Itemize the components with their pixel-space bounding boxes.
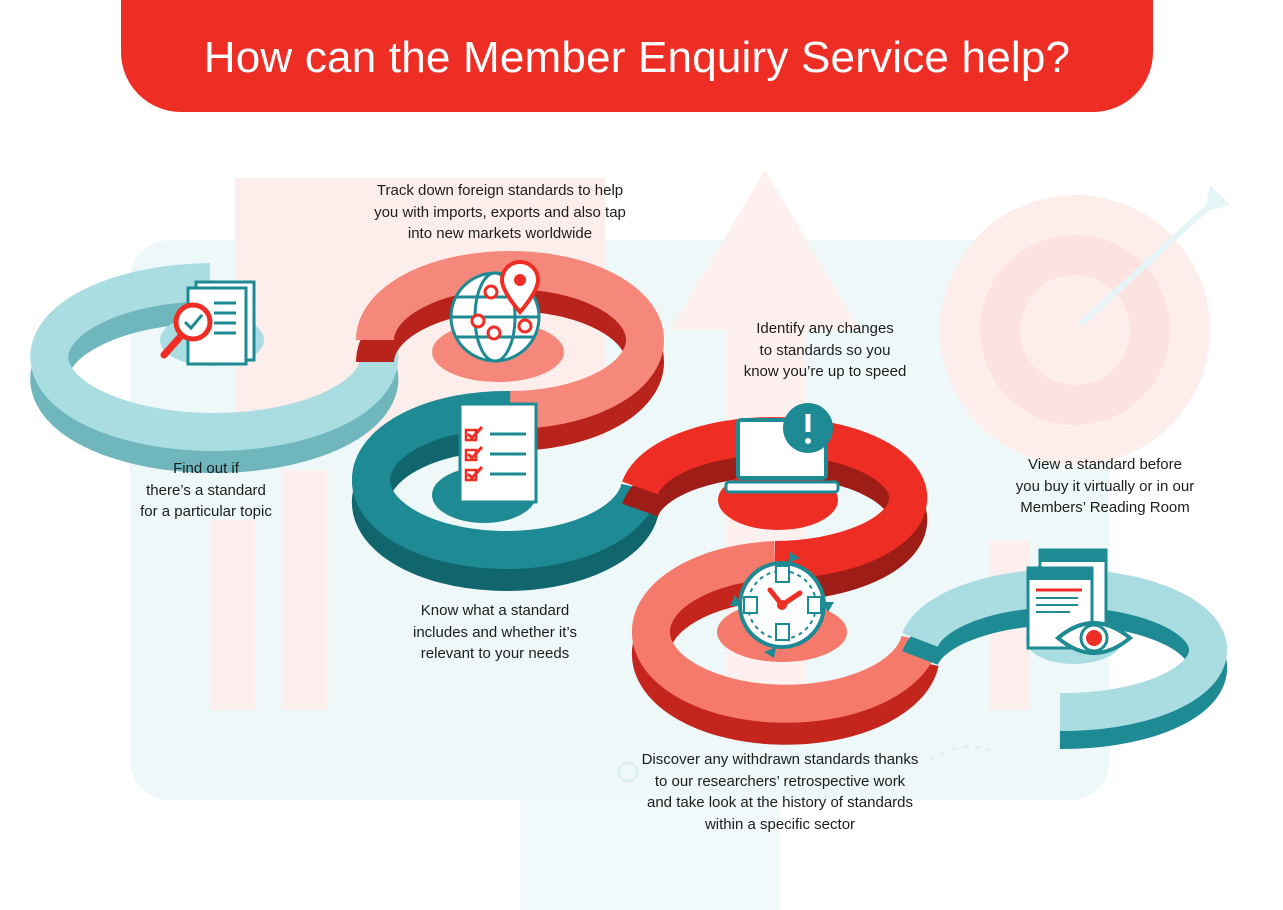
background-ring [617, 761, 639, 783]
magnifier-document-icon [160, 280, 264, 366]
step-6-caption: View a standard before you buy it virtua… [985, 454, 1225, 519]
caption-line: includes and whether it’s [413, 623, 577, 641]
caption-line: View a standard before [1028, 456, 1182, 473]
step-2-caption: Track down foreign standards to help you… [330, 180, 670, 245]
page-title: How can the Member Enquiry Service help? [203, 33, 1071, 82]
step-3-caption: Know what a standard includes and whethe… [380, 600, 610, 665]
clock-history-icon [717, 552, 847, 662]
globe-location-pins-icon [432, 259, 564, 382]
caption-line: and take look at the history of standard… [647, 794, 913, 811]
background-dart [1077, 202, 1213, 328]
background-bar [282, 470, 327, 710]
caption-line: know you’re up to speed [743, 363, 907, 380]
caption-line: to our researchers’ retrospective work [654, 772, 906, 790]
ribbon-segment-4-top [622, 417, 928, 579]
step-4-caption: Identify any changes to standards so you… [715, 318, 935, 383]
caption-line: into new markets worldwide [407, 225, 593, 242]
caption-line: you with imports, exports and also tap [374, 203, 626, 221]
background-bar [210, 520, 255, 710]
ribbon-segment-6-top [902, 569, 1228, 732]
background-monitor-stand [520, 800, 780, 910]
caption-line: for a particular topic [140, 503, 272, 520]
browser-eye-icon [1026, 548, 1134, 664]
caption-line: Find out if [173, 460, 239, 477]
ribbon-segment-3-top [351, 390, 659, 569]
caption-line: Discover any withdrawn standards thanks [641, 751, 919, 768]
caption-line: Identify any changes [756, 320, 894, 337]
caption-line: within a specific sector [704, 815, 856, 833]
background-dart-fletching [1205, 185, 1230, 212]
caption-line: you buy it virtually or in our [1015, 477, 1195, 495]
ribbon-segment-1-top [30, 263, 399, 451]
caption-line: relevant to your needs [420, 645, 570, 662]
caption-line: Know what a standard [420, 602, 570, 619]
laptop-alert-icon [718, 403, 840, 530]
caption-line: Track down foreign standards to help [376, 182, 624, 199]
ribbon-segment-3-side [351, 412, 659, 591]
caption-line: there’s a standard [146, 481, 266, 499]
caption-line: Members’ Reading Room [1020, 499, 1190, 516]
checklist-document-icon [432, 402, 538, 523]
ribbon-segment-5-top [631, 541, 939, 723]
step-5-caption: Discover any withdrawn standards thanks … [600, 749, 960, 835]
ribbon-segment-2-top [356, 251, 664, 429]
ribbon-path [30, 251, 1228, 750]
caption-line: to standards so you [759, 341, 891, 359]
title-banner: How can the Member Enquiry Service help? [121, 0, 1153, 112]
step-1-caption: Find out if there’s a standard for a par… [106, 458, 306, 523]
